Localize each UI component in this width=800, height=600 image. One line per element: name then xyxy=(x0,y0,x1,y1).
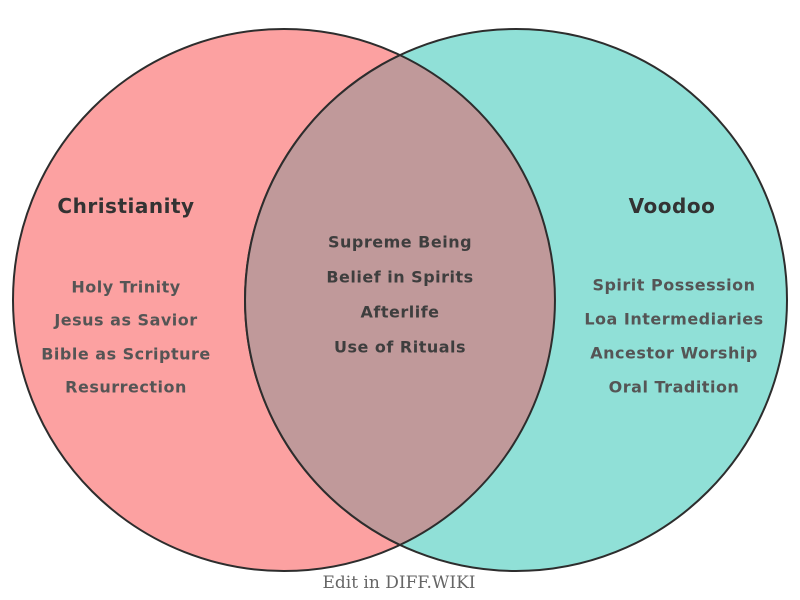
overlap-item: Afterlife xyxy=(360,302,440,322)
overlap-region xyxy=(244,53,556,547)
right-item: Loa Intermediaries xyxy=(584,309,764,329)
overlap-item: Supreme Being xyxy=(327,232,473,252)
overlap-item: Use of Rituals xyxy=(333,337,467,357)
left-item: Resurrection xyxy=(65,377,187,397)
footer-edit-link[interactable]: Edit in DIFF.WIKI xyxy=(322,573,476,593)
right-item: Oral Tradition xyxy=(608,377,740,397)
left-item: Jesus as Savior xyxy=(54,310,198,330)
overlap-item: Belief in Spirits xyxy=(326,267,474,287)
left-set-title: Christianity xyxy=(57,194,195,218)
left-item: Holy Trinity xyxy=(71,277,181,297)
right-item: Ancestor Worship xyxy=(590,343,758,363)
right-item: Spirit Possession xyxy=(592,275,756,295)
left-item: Bible as Scripture xyxy=(41,344,211,364)
right-set-title: Voodoo xyxy=(628,194,716,218)
